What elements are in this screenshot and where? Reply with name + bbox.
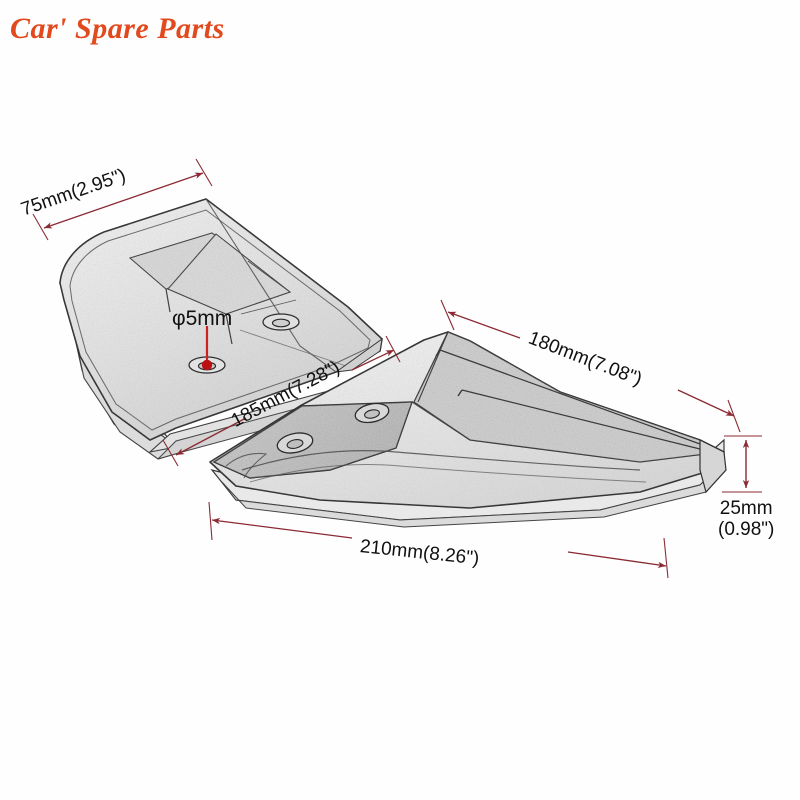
dimension-label-25mm-line2: (0.98") (718, 519, 775, 541)
dimension-label-hole-diameter: φ5mm (172, 307, 233, 330)
right-part-ridge-line-1 (439, 349, 701, 445)
dimension-hole-diameter (201, 299, 297, 371)
dimension-210mm (208, 501, 669, 579)
left-part-ridges (128, 232, 292, 345)
dimension-75mm (32, 158, 213, 241)
right-part-hole-upper (354, 402, 390, 424)
right-part-end-lip (699, 439, 727, 494)
right-part-notch (225, 452, 268, 479)
right-part-ridge-line-3 (417, 331, 449, 403)
left-part-end-lip (335, 337, 383, 373)
right-part-contour-a (241, 449, 641, 471)
right-part-ridge-line-2 (461, 389, 713, 453)
right-part (209, 331, 727, 528)
dimension-180mm (440, 299, 741, 433)
right-part-contour-b (249, 464, 647, 483)
right-part-hole-lower (276, 432, 314, 454)
dimension-label-25mm-line1: 25mm (719, 498, 773, 519)
left-part-hole-upper (262, 313, 300, 331)
left-part-inner-rim (69, 209, 371, 431)
watermark-text: Car' Spare Parts (10, 12, 225, 45)
dimension-185mm (162, 335, 401, 467)
dimension-label-25mm: 25mm (0.98") (718, 498, 774, 541)
left-part-crease-a (205, 198, 337, 373)
dimension-25mm (722, 435, 762, 493)
left-part-crease-b (239, 329, 353, 369)
